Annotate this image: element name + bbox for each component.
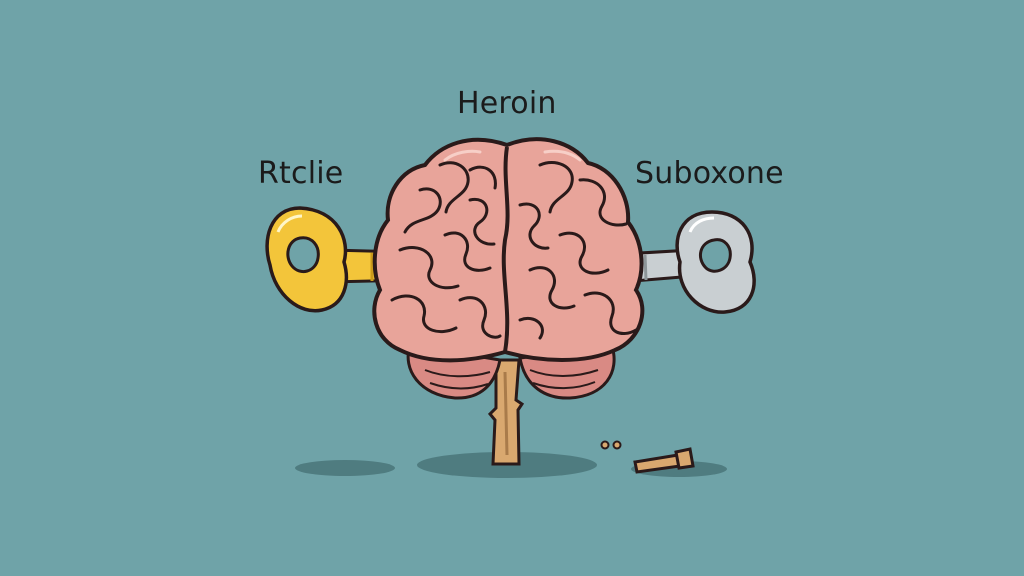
left-shadow	[295, 460, 395, 476]
left-key-label: Rtclie	[258, 156, 344, 191]
brain-stem	[487, 358, 525, 466]
debris-dot	[612, 440, 622, 450]
broken-key-icon	[600, 440, 695, 474]
debris-dot	[600, 440, 610, 450]
brain-icon	[372, 137, 645, 363]
heroin-label: Heroin	[457, 86, 557, 121]
suboxone-label: Suboxone	[635, 156, 784, 191]
